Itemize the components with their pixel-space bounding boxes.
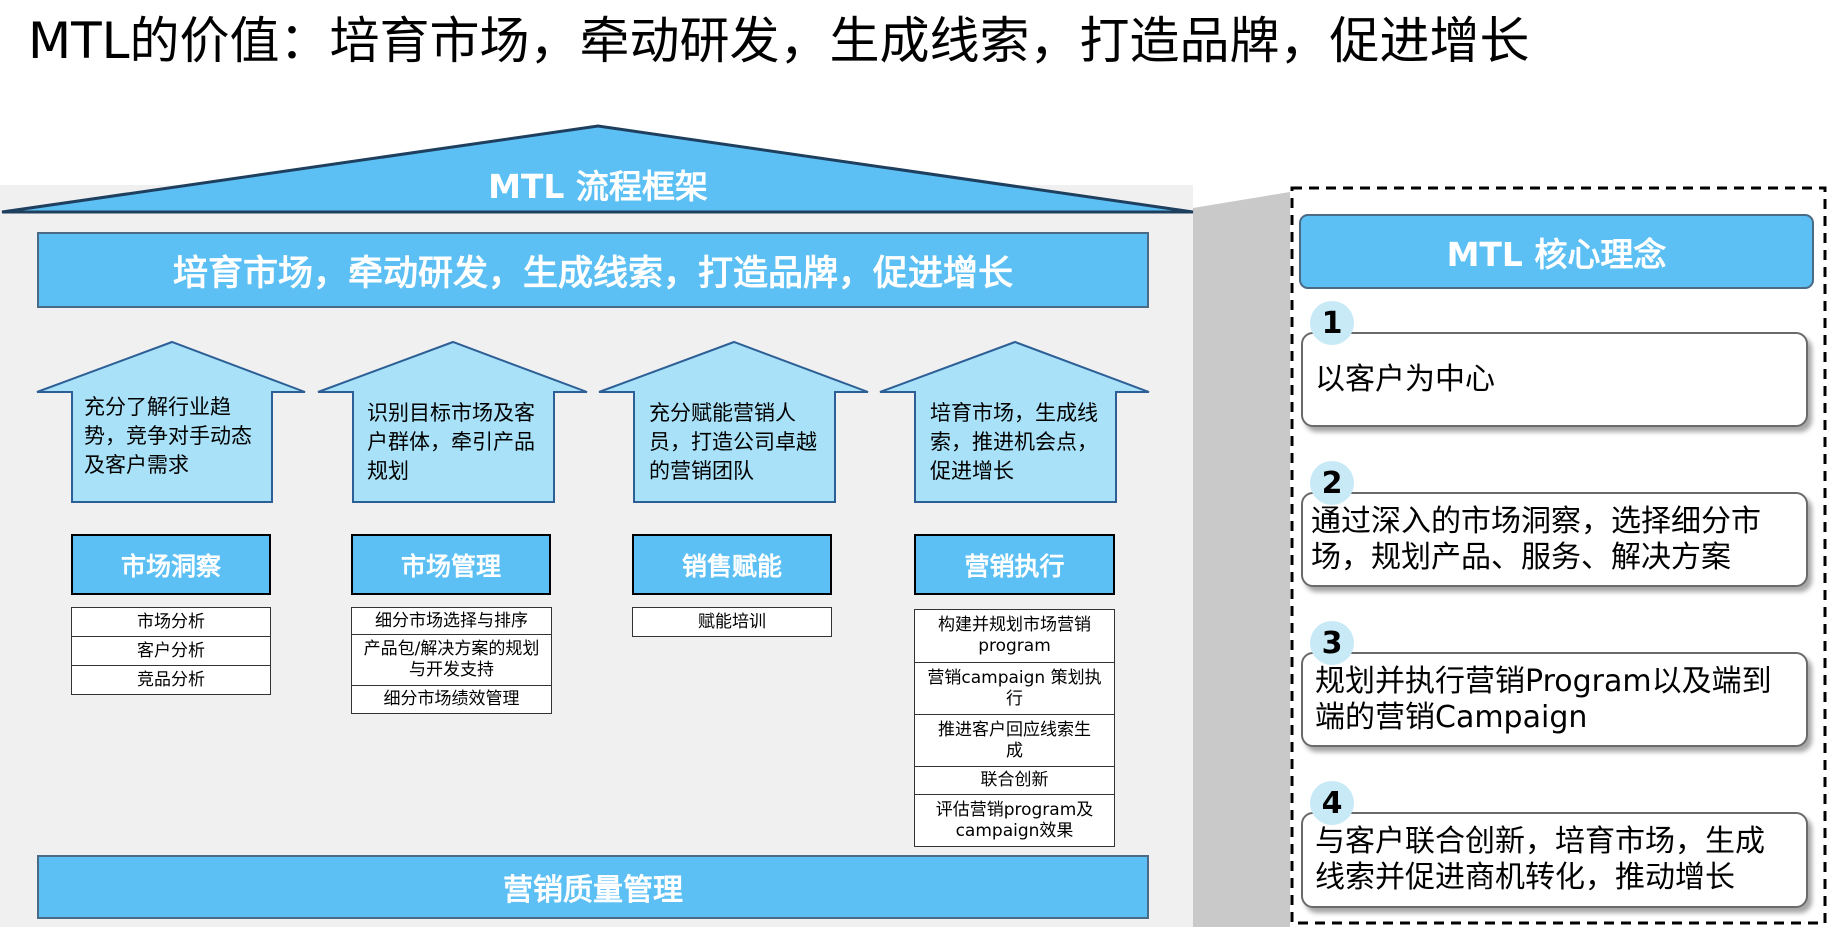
category-sales-enablement: 销售赋能	[632, 534, 832, 595]
category-market-insight: 市场洞察	[71, 534, 271, 595]
core-item-4: 与客户联合创新，培育市场，生成线索并促进商机转化，推动增长	[1301, 812, 1808, 908]
pillar-3-arrow-text: 充分赋能营销人员，打造公司卓越的营销团队	[649, 401, 817, 483]
pillar-4-arrow-text: 培育市场，生成线索，推进机会点，促进增长	[930, 401, 1098, 483]
core-title: MTL 核心理念	[1299, 214, 1814, 289]
list-item: 推进客户回应线索生成	[915, 715, 1114, 767]
pillar-1-arrow-text: 充分了解行业趋势，竞争对手动态及客户需求	[84, 395, 252, 477]
pillar-arrow-1	[36, 340, 306, 503]
sublist-sales-enablement: 赋能培训	[632, 607, 832, 637]
page-title: MTL的价值：培育市场，牵动研发，生成线索，打造品牌，促进增长	[28, 12, 1530, 70]
list-item: 竞品分析	[137, 669, 205, 690]
pillar-arrow-4	[879, 340, 1150, 503]
framework-title: MTL 流程框架	[488, 167, 708, 206]
core-item-2-number: 2	[1310, 461, 1354, 505]
category-market-management: 市场管理	[351, 534, 551, 595]
core-item-2: 通过深入的市场洞察，选择细分市场，规划产品、服务、解决方案	[1301, 492, 1808, 587]
sublist-market-management: 细分市场选择与排序 产品包/解决方案的规划与开发支持 细分市场绩效管理	[351, 607, 552, 714]
list-item: 产品包/解决方案的规划与开发支持	[352, 635, 551, 686]
core-item-1-number: 1	[1310, 301, 1354, 345]
list-item: 评估营销program及campaign效果	[935, 799, 1094, 841]
sublist-marketing-execution: 构建并规划市场营销program 营销campaign 策划执行 推进客户回应线…	[914, 609, 1115, 847]
list-item: 客户分析	[72, 637, 270, 666]
core-item-3: 规划并执行营销Program以及端到端的营销Campaign	[1301, 652, 1808, 747]
core-item-4-text: 与客户联合创新，培育市场，生成线索并促进商机转化，推动增长	[1315, 824, 1765, 895]
pillar-2-arrow-text: 识别目标市场及客户群体，牵引产品规划	[367, 401, 535, 483]
core-item-2-text: 通过深入的市场洞察，选择细分市场，规划产品、服务、解决方案	[1311, 503, 1761, 575]
connector-shape	[1193, 192, 1290, 927]
list-item: 构建并规划市场营销program	[915, 610, 1114, 663]
core-item-1: 以客户为中心	[1301, 332, 1808, 427]
list-item: 营销campaign 策划执行	[915, 663, 1114, 715]
goal-band: 培育市场，牵动研发，生成线索，打造品牌，促进增长	[37, 232, 1149, 308]
sublist-market-insight: 市场分析 客户分析 竞品分析	[71, 607, 271, 695]
list-item: 细分市场选择与排序	[352, 608, 551, 635]
core-item-3-number: 3	[1310, 621, 1354, 665]
category-marketing-execution: 营销执行	[914, 534, 1115, 595]
list-item: 细分市场绩效管理	[383, 689, 520, 709]
roof-shape	[1, 124, 1194, 214]
core-item-3-text: 规划并执行营销Program以及端到端的营销Campaign	[1315, 663, 1772, 735]
list-item: 赋能培训	[698, 611, 766, 632]
list-item: 市场分析	[72, 608, 270, 637]
core-item-1-text: 以客户为中心	[1315, 361, 1495, 397]
foundation-band: 营销质量管理	[37, 855, 1149, 919]
pillar-arrow-3	[598, 340, 869, 503]
core-item-4-number: 4	[1310, 781, 1354, 825]
pillar-arrow-2	[317, 340, 588, 503]
list-item: 联合创新	[915, 767, 1114, 795]
